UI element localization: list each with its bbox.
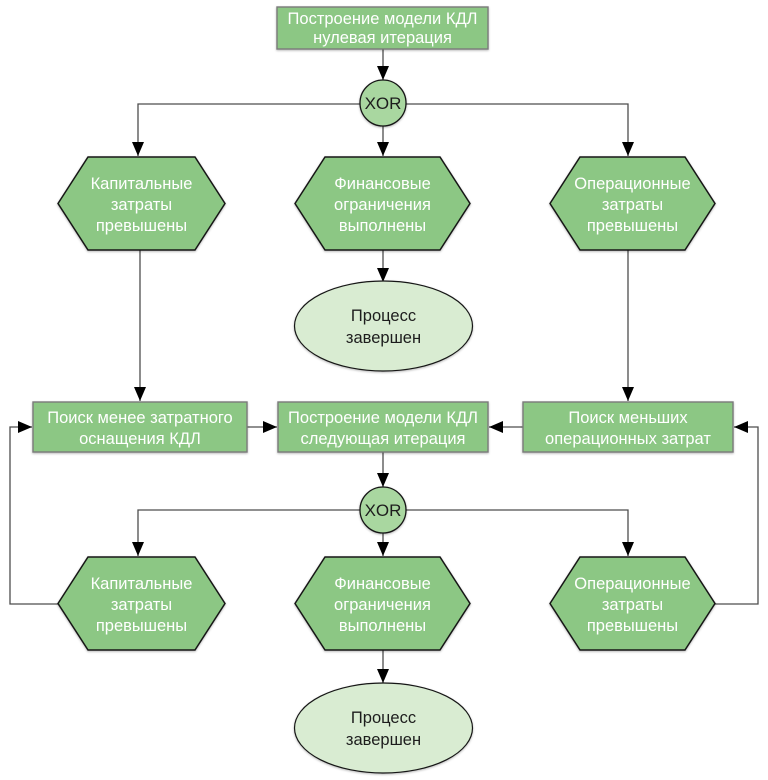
ellipse-top-line1: Процесс xyxy=(351,307,416,325)
node-start-box-line2: нулевая итерация xyxy=(313,29,452,47)
hex-capital-top-line2: затраты xyxy=(111,196,172,214)
capex-search-line1: Поиск менее затратного xyxy=(47,409,232,427)
next-iteration-line1: Построение модели КДЛ xyxy=(288,409,478,427)
node-xor-top-label: XOR xyxy=(365,94,402,113)
hex-financial-top-line2: ограничения xyxy=(334,196,431,214)
edge-xor-bottom-to-hex-operational-bottom xyxy=(405,509,634,556)
node-hex-capital-bottom: Капитальные затраты превышены xyxy=(57,556,226,651)
node-xor-bottom: XOR xyxy=(359,486,407,534)
hex-capital-top-line1: Капитальные xyxy=(91,175,193,193)
node-start-box-line1: Построение модели КДЛ xyxy=(288,10,478,28)
hex-financial-top-line1: Финансовые xyxy=(334,175,431,193)
node-hex-capital-top: Капитальные затраты превышены xyxy=(57,156,226,251)
edge-xor-bottom-to-hex-capital-bottom xyxy=(132,509,361,556)
hex-operational-top-line1: Операционные xyxy=(574,175,690,193)
hex-capital-bottom-line3: превышены xyxy=(96,617,187,635)
hex-operational-bottom-line3: превышены xyxy=(587,617,678,635)
ellipse-bottom-line1: Процесс xyxy=(351,709,416,727)
next-iteration-line2: следующая итерация xyxy=(301,430,466,448)
node-opex-search-box: Поиск меньших операционных затрат xyxy=(522,401,734,453)
node-xor-top: XOR xyxy=(359,79,407,127)
hex-capital-bottom-line2: затраты xyxy=(111,596,172,614)
hex-financial-bottom-line3: выполнены xyxy=(339,617,426,635)
hex-operational-bottom-line2: затраты xyxy=(602,596,663,614)
node-ellipse-bottom: Процесс завершен xyxy=(293,682,474,774)
node-hex-operational-bottom: Операционные затраты превышены xyxy=(549,556,716,651)
node-hex-financial-top: Финансовые ограничения выполнены xyxy=(294,156,471,251)
hex-capital-top-line3: превышены xyxy=(96,217,187,235)
node-ellipse-top: Процесс завершен xyxy=(293,280,474,372)
node-capex-search-box: Поиск менее затратного оснащения КДЛ xyxy=(32,401,248,453)
node-next-iteration-box: Построение модели КДЛ следующая итерация xyxy=(277,401,489,453)
connectors xyxy=(9,49,759,683)
edge-loop-hex-capital-bottom-to-capex-box xyxy=(9,421,58,605)
hex-capital-bottom-line1: Капитальные xyxy=(91,575,193,593)
edge-xor-top-to-hex-operational-top xyxy=(405,103,634,156)
node-start-box: Построение модели КДЛ нулевая итерация xyxy=(276,6,489,50)
node-hex-operational-top: Операционные затраты превышены xyxy=(549,156,716,251)
hex-financial-bottom-line1: Финансовые xyxy=(334,575,431,593)
opex-search-line1: Поиск меньших xyxy=(568,409,688,427)
node-xor-bottom-label: XOR xyxy=(365,501,402,520)
opex-search-line2: операционных затрат xyxy=(545,430,711,448)
node-hex-financial-bottom: Финансовые ограничения выполнены xyxy=(294,556,471,651)
hex-financial-top-line3: выполнены xyxy=(339,217,426,235)
hex-operational-top-line3: превышены xyxy=(587,217,678,235)
hex-operational-top-line2: затраты xyxy=(602,196,663,214)
ellipse-bottom-line2: завершен xyxy=(346,731,421,749)
hex-operational-bottom-line1: Операционные xyxy=(574,575,690,593)
capex-search-line2: оснащения КДЛ xyxy=(79,430,201,448)
edge-loop-hex-operational-bottom-to-opex-box xyxy=(715,421,759,605)
hex-financial-bottom-line2: ограничения xyxy=(334,596,431,614)
edge-xor-top-to-hex-capital-top xyxy=(132,103,361,156)
ellipse-top-line2: завершен xyxy=(346,329,421,347)
